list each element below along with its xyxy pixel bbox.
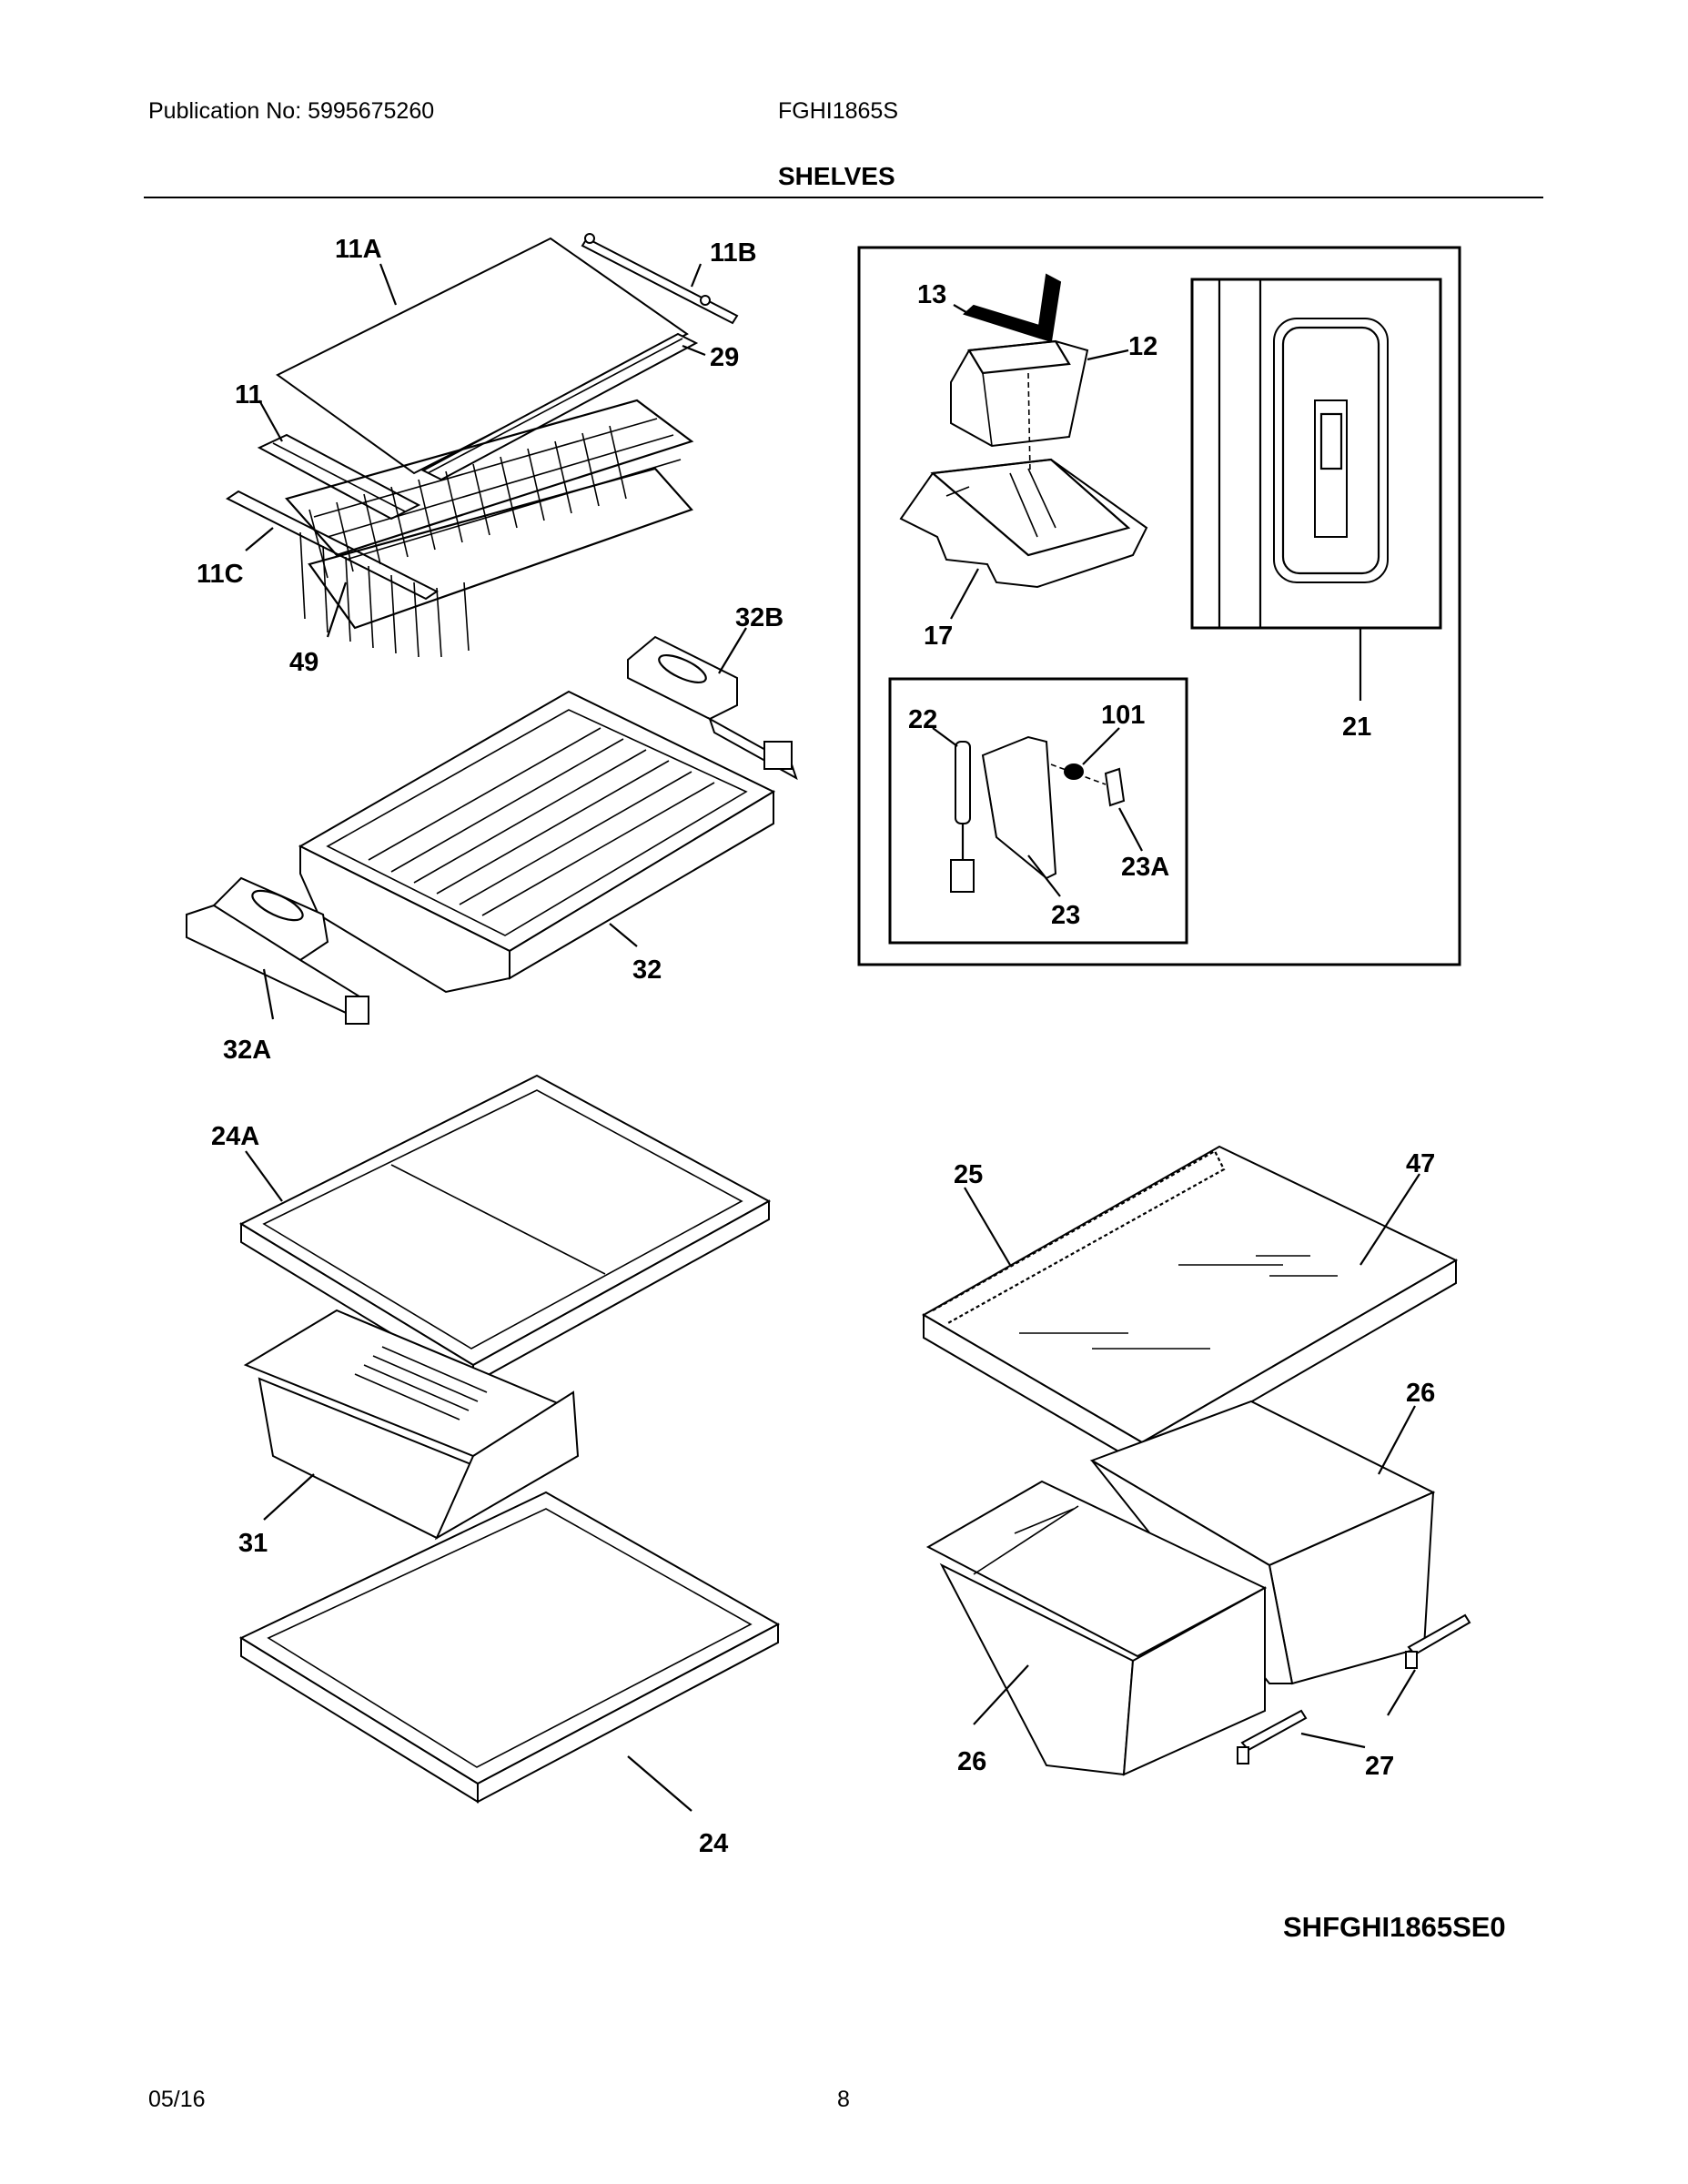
header-rule [144,197,1543,198]
inset-frame-ice-container [857,246,1461,966]
model-number: FGHI1865S [778,98,899,124]
callout-29: 29 [710,343,739,372]
inset-frame-sensor [888,677,1188,945]
deli-drawer-31 [243,1309,580,1541]
callout-11c: 11C [197,560,244,589]
callout-17: 17 [924,622,953,651]
leader-lines [245,263,1420,1812]
callout-26-left: 26 [957,1747,986,1776]
container-handle-13 [963,273,1062,343]
shelf-rear-trim-11b [581,233,739,325]
callout-11a: 11A [335,235,382,264]
callout-23: 23 [1051,901,1080,930]
callout-32a: 32A [223,1036,271,1065]
shelf-side-rail-29 [420,332,699,481]
callout-27: 27 [1365,1752,1394,1781]
crisper-cover-47 [921,1145,1459,1467]
callout-32: 32 [632,956,662,985]
glass-shelf-11a [276,237,689,475]
callout-23a: 23A [1121,853,1169,882]
screw-101 [1064,763,1084,780]
crisper-drawer-26-left [925,1480,1268,1776]
ice-bin-17 [899,458,1148,589]
drawer-slide-32b [627,635,798,781]
callout-21: 21 [1342,713,1371,742]
diagram-code: SHFGHI1865SE0 [1283,1911,1506,1943]
pantry-drawer-32 [298,690,776,994]
sensor-clip-23a [1104,767,1126,807]
footer-date: 05/16 [148,2087,206,2112]
callout-32b: 32B [735,603,783,632]
drawer-slide-32a [186,876,369,1025]
callout-11: 11 [235,380,263,410]
sensor-thermistor-22 [950,741,975,893]
callout-12: 12 [1128,332,1157,361]
callout-47: 47 [1406,1149,1435,1178]
publication-number: Publication No: 5995675260 [148,98,435,124]
drawer-slide-27 [1237,1613,1471,1764]
callout-11b: 11B [710,238,757,268]
sensor-cover-23 [981,735,1057,880]
callout-24: 24 [699,1829,728,1858]
shelf-24 [238,1491,781,1804]
wire-basket-49 [285,399,694,658]
callout-101: 101 [1101,701,1145,730]
callout-49: 49 [289,648,318,677]
footer-page-number: 8 [837,2087,850,2112]
cover-frame-25 [932,1149,1226,1325]
callout-13: 13 [917,280,946,309]
ice-container-12 [950,339,1089,448]
callout-25: 25 [954,1160,983,1189]
callout-31: 31 [238,1529,268,1558]
callout-26-right: 26 [1406,1379,1435,1408]
control-panel-21 [1218,279,1389,628]
inset-frame-control-panel [1190,278,1442,630]
callout-22: 22 [908,705,937,734]
section-title: SHELVES [778,162,895,190]
callout-24a: 24A [211,1122,259,1151]
